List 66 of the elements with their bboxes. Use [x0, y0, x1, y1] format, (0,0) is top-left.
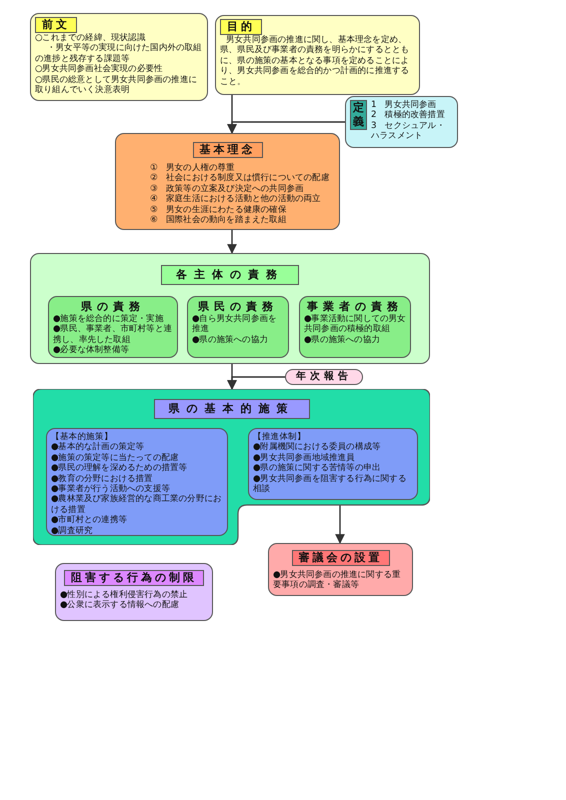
title-tag: 審議会の設置: [292, 550, 390, 566]
section-box: [268, 543, 413, 596]
list-item: ●教育の分野における措置: [51, 474, 154, 484]
list-item: 3 セクシュアル・ハラスメント: [371, 120, 446, 142]
list-item: ○男女共同参画社会実現の必要性: [35, 64, 164, 75]
section-box: [345, 96, 458, 148]
title-tag: 県の基本的施策: [154, 399, 310, 419]
heading: 【基本的施策】: [51, 432, 114, 442]
list-item: ③ 政策等の立案及び決定への共同参画: [149, 184, 305, 194]
section-box: [115, 133, 340, 230]
list-item: 1 男女共同参画: [371, 100, 438, 110]
title-tag: 定義: [350, 100, 367, 130]
list-item: ① 男女の人権の尊重: [149, 163, 235, 173]
title-tag: 各主体の責務: [161, 265, 299, 285]
arrow: [227, 230, 237, 254]
title-tag: 阻害する行為の制限: [64, 570, 204, 586]
heading: 事業者の責務: [306, 300, 404, 314]
list-item: ●市町村との連携等: [51, 515, 128, 526]
arrow: [227, 376, 285, 390]
list-item: ●自ら男女共同参画を推進: [192, 314, 278, 335]
list-item: ●施策の策定等に当たっての配慮: [51, 452, 180, 463]
list-item: ○これまでの経緯、現状認識: [35, 33, 146, 43]
heading: 県の責務: [80, 300, 146, 314]
heading: 県民の責務: [197, 300, 279, 314]
list-item: ●事業者が行う活動への支援等: [51, 484, 170, 494]
list-item: ●県民、事業者、市町村等と連携し、率先した取組: [53, 324, 173, 345]
list-item: ●県の施策への協力: [192, 334, 269, 346]
list-item: ●附属機関における委員の構成等: [253, 442, 382, 453]
section-box: [46, 428, 228, 536]
list-item: ・男女平等の実現に向けた国内外の取組の進捗と残存する課題等: [35, 43, 203, 64]
section-box: [30, 253, 430, 364]
section-box: [299, 296, 411, 358]
section-box: [55, 563, 213, 621]
list-item: ●必要な体制整備等: [53, 345, 130, 356]
list-item: ② 社会における制度又は慣行についての配慮: [149, 173, 330, 184]
report-pill: 年次報告: [285, 369, 363, 385]
list-item: ④ 家庭生活における活動と他の活動の両立: [149, 194, 322, 205]
section-box: [215, 15, 420, 95]
list-item: ⑥ 国際社会の動向を踏まえた取組: [149, 215, 288, 226]
list-item: ⑤ 男女の生涯にわたる健康の確保: [149, 204, 288, 215]
title-tag: 基本理念: [192, 142, 262, 158]
list-item: ●農林業及び家族経営的な商工業の分野における措置: [51, 494, 223, 515]
section-box: [187, 296, 289, 358]
title-tag: 前文: [35, 17, 77, 33]
section-box: [248, 428, 418, 500]
heading: 【推進体制】: [253, 432, 307, 442]
list-item: 男女共同参画の推進に関し、基本理念を定め、県、県民及び事業者の責務を明らかにするとともに、県の施策の基本となる事項を定めることにより、男女共同参画を総合的かつ計画的に推進すること。: [220, 35, 410, 88]
arrow: [227, 121, 345, 134]
section-box: [30, 13, 208, 101]
list-item: ○県民の総意として男女共同参画の推進に取り組んでいく決意表明: [35, 74, 198, 96]
list-item: ●男女共同参画を阻害する行為に関する相談: [253, 474, 408, 494]
list-item: ●男女共同参画地域推進員: [253, 452, 356, 463]
list-item: ●県の施策に関する苦情等の申出: [253, 463, 382, 474]
list-item: ●県民の理解を深めるための措置等: [51, 463, 188, 474]
list-item: ●事業活動に関しての男女共同参画の積極的取組: [304, 314, 406, 335]
list-item: 2 積極的改善措置: [371, 110, 446, 121]
arrow: [335, 505, 345, 544]
list-item: ●男女共同参画の推進に関する重要事項の調査・審議等: [273, 570, 402, 591]
title-tag: 目的: [220, 19, 262, 35]
section-box: [48, 296, 178, 358]
list-item: ●性別による権利侵害行為の禁止: [60, 590, 189, 600]
list-item: ●調査研究: [51, 526, 94, 536]
list-item: ●基本的な計画の策定等: [51, 442, 146, 452]
list-item: ●県の施策への協力: [304, 334, 381, 346]
list-item: ●公衆に表示する情報への配慮: [60, 600, 180, 611]
list-item: ●施策を総合的に策定・実施: [53, 314, 164, 324]
